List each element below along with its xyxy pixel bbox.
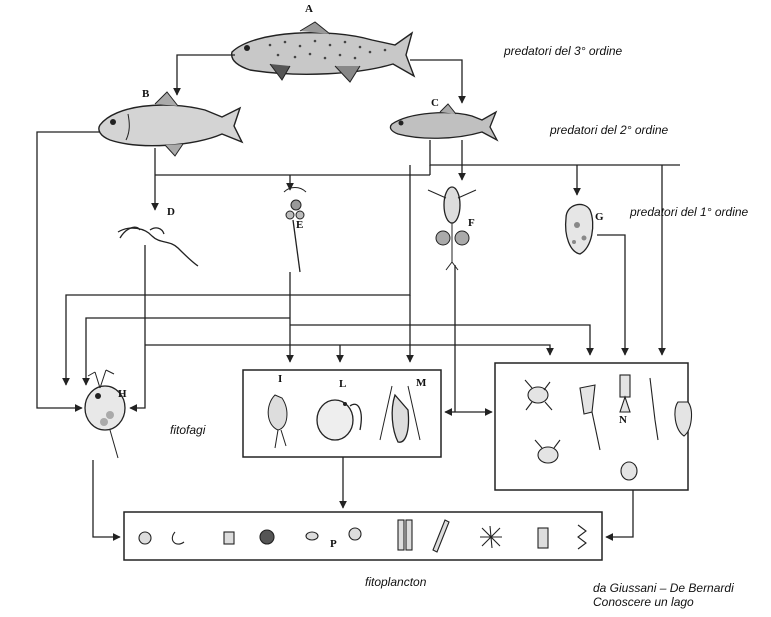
label-d: D [167, 206, 175, 218]
box-phytoplankton [123, 511, 603, 561]
caption-fitofagi: fitofagi [170, 423, 206, 437]
caption-predatori-1: predatori del 1° ordine [630, 205, 749, 219]
label-m: M [416, 377, 427, 389]
label-c: C [431, 97, 439, 109]
fish-c [389, 103, 499, 142]
organism-d [117, 226, 199, 267]
phytoplankton-cells [138, 519, 587, 553]
label-f: F [468, 217, 475, 229]
organism-h [84, 369, 126, 459]
organism-m [379, 385, 421, 443]
fish-a-trout [231, 21, 416, 83]
label-e: E [296, 219, 304, 231]
label-a: A [305, 3, 313, 15]
label-n: N [619, 414, 627, 426]
caption-predatori-2: predatori del 2° ordine [550, 123, 669, 137]
organism-i [267, 394, 288, 449]
box-zooplankton-ilm [242, 369, 442, 458]
food-web-arrows [36, 54, 680, 541]
label-i: I [278, 373, 283, 385]
caption-fitoplancton: fitoplancton [365, 575, 427, 589]
caption-predatori-3: predatori del 3° ordine [504, 44, 623, 58]
organism-e [283, 187, 307, 273]
label-b: B [142, 88, 150, 100]
organism-n-group [524, 374, 693, 481]
fish-b [98, 91, 244, 157]
label-p: P [330, 538, 337, 550]
label-h: H [118, 388, 127, 400]
box-zooplankton-n [494, 362, 689, 491]
organism-l [316, 399, 362, 441]
credit-line-1: da Giussani – De Bernardi [593, 581, 734, 595]
organism-g [564, 203, 594, 255]
label-l: L [339, 378, 347, 390]
credit-line-2: Conoscere un lago [593, 595, 694, 609]
label-g: G [595, 211, 604, 223]
